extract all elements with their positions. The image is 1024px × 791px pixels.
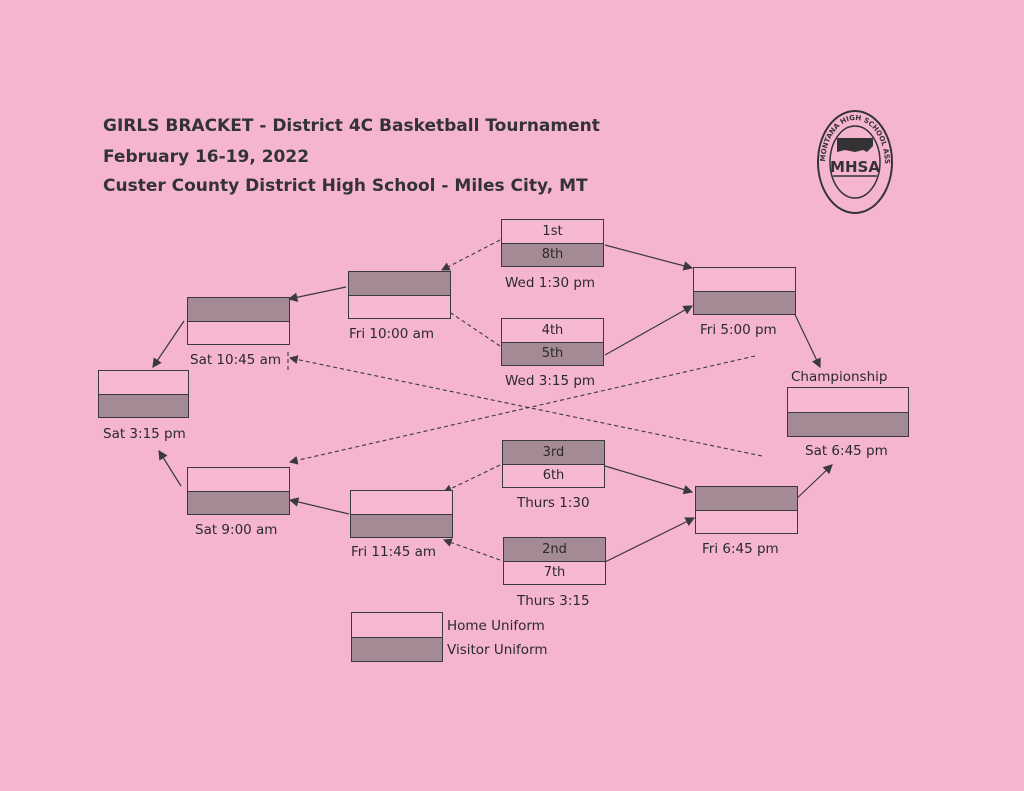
connector-wed2-fri5 bbox=[604, 305, 694, 356]
connector-sat1045-sat315 bbox=[152, 320, 185, 368]
home-team-slot bbox=[788, 388, 908, 412]
visitor-team-slot bbox=[696, 487, 797, 510]
legend-home-label: Home Uniform bbox=[447, 618, 545, 634]
mhsa-seal-icon: MHSA MONTANA HIGH SCHOOL ASSOCIATION bbox=[815, 108, 893, 214]
game-time-label: Wed 3:15 pm bbox=[505, 373, 596, 389]
home-team-slot: 7th bbox=[504, 560, 605, 584]
game-time-label: Sat 10:45 am bbox=[190, 352, 282, 368]
game-sat315 bbox=[98, 370, 189, 418]
logo-center-text: MHSA bbox=[830, 158, 880, 176]
visitor-team-slot bbox=[188, 298, 289, 321]
connector-wed2-fri10 bbox=[441, 306, 501, 347]
game-time-label: Sat 3:15 pm bbox=[103, 426, 186, 442]
game-thu1: 3rd 6th bbox=[502, 440, 605, 488]
connector-sat9-sat315 bbox=[158, 449, 182, 487]
visitor-uniform-swatch bbox=[352, 636, 442, 661]
connector-thu1-fri645 bbox=[604, 465, 694, 495]
visitor-team-slot: 2nd bbox=[504, 538, 605, 561]
home-team-slot bbox=[696, 509, 797, 533]
visitor-team-slot bbox=[788, 411, 908, 436]
game-time-label: Thurs 1:30 bbox=[517, 495, 590, 511]
home-team-slot bbox=[188, 320, 289, 344]
game-thu2: 2nd 7th bbox=[503, 537, 606, 585]
home-team-slot bbox=[99, 371, 188, 394]
game-sat1045 bbox=[187, 297, 290, 345]
game-time-label: Fri 10:00 am bbox=[349, 326, 434, 342]
home-team-slot bbox=[188, 468, 289, 491]
visitor-team-slot bbox=[349, 272, 450, 295]
home-team-slot: 6th bbox=[503, 463, 604, 487]
visitor-team-slot: 3rd bbox=[503, 441, 604, 464]
home-team-slot bbox=[351, 491, 452, 514]
game-fri5 bbox=[693, 267, 796, 315]
game-championship bbox=[787, 387, 909, 437]
bracket-title: GIRLS BRACKET - District 4C Basketball T… bbox=[103, 116, 600, 136]
connector-fri645-champ bbox=[791, 464, 833, 504]
game-time-label: Fri 11:45 am bbox=[351, 544, 436, 560]
tournament-dates: February 16-19, 2022 bbox=[103, 147, 310, 167]
game-fri10 bbox=[348, 271, 451, 319]
game-time-label: Sat 9:00 am bbox=[195, 522, 278, 538]
game-time-label: Sat 6:45 pm bbox=[805, 443, 888, 459]
game-fri645 bbox=[695, 486, 798, 534]
game-time-label: Fri 5:00 pm bbox=[700, 322, 777, 338]
game-wed1: 1st 8th bbox=[501, 219, 604, 267]
connector-fri5-sat9 bbox=[288, 355, 756, 465]
visitor-team-slot bbox=[188, 490, 289, 514]
connector-fri645-sat1045 bbox=[288, 355, 763, 457]
uniform-legend-swatch bbox=[351, 612, 443, 662]
home-uniform-swatch bbox=[352, 613, 442, 637]
connector-wed1-fri5 bbox=[604, 244, 694, 271]
visitor-team-slot bbox=[99, 393, 188, 417]
connector-fri1145-sat9 bbox=[288, 497, 350, 515]
visitor-team-slot bbox=[694, 290, 795, 314]
home-team-slot bbox=[349, 294, 450, 318]
connector-thu2-fri1145 bbox=[442, 538, 501, 561]
visitor-team-slot bbox=[351, 513, 452, 537]
game-wed2: 4th 5th bbox=[501, 318, 604, 366]
game-time-label: Fri 6:45 pm bbox=[702, 541, 779, 557]
championship-title: Championship bbox=[791, 369, 888, 385]
connector-wed1-fri10 bbox=[441, 239, 501, 271]
tournament-venue: Custer County District High School - Mil… bbox=[103, 176, 588, 196]
visitor-team-slot: 8th bbox=[502, 242, 603, 266]
game-sat9 bbox=[187, 467, 290, 515]
game-fri1145 bbox=[350, 490, 453, 538]
visitor-team-slot: 5th bbox=[502, 341, 603, 365]
home-team-slot bbox=[694, 268, 795, 291]
home-team-slot: 1st bbox=[502, 220, 603, 243]
legend-visitor-label: Visitor Uniform bbox=[447, 642, 548, 658]
home-team-slot: 4th bbox=[502, 319, 603, 342]
connector-thu2-fri645 bbox=[604, 517, 696, 563]
game-time-label: Thurs 3:15 bbox=[517, 593, 590, 609]
connector-thu1-fri1145 bbox=[443, 464, 501, 493]
game-time-label: Wed 1:30 pm bbox=[505, 275, 596, 291]
connector-fri10-sat1045 bbox=[287, 286, 347, 302]
